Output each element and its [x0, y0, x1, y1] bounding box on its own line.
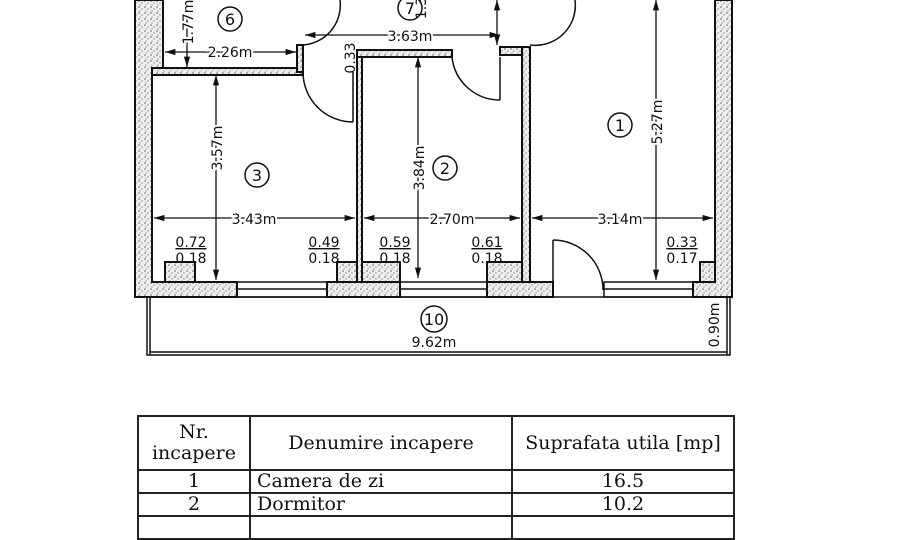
window-3-label: 0.590.18: [379, 235, 410, 267]
room-3-length: 3.57m: [210, 126, 226, 171]
svg-text:0.18: 0.18: [379, 251, 410, 267]
room-6-width: 2.26m: [208, 45, 253, 61]
window-sill-labels: 0.720.18 0.490.18 0.590.18 0.610.18 0.33…: [175, 235, 697, 267]
room-area-table: Nr.incapere Denumire incapere Suprafata …: [137, 415, 735, 540]
table-row-cut: [137, 515, 735, 540]
svg-text:0.18: 0.18: [471, 251, 502, 267]
header-name: Denumire incapere: [249, 415, 513, 471]
svg-text:0.72: 0.72: [175, 235, 206, 251]
room-1-length: 5.27m: [650, 100, 666, 145]
room-7-length: 1.3: [414, 0, 430, 19]
svg-text:0.59: 0.59: [379, 235, 410, 251]
room-6-number: 6: [225, 10, 235, 29]
header-area: Suprafata utila [mp]: [511, 415, 735, 471]
room-2-length: 3.84m: [412, 146, 428, 191]
room-2-number: 2: [440, 159, 450, 178]
room-3-number: 3: [252, 166, 262, 185]
room-6-length: 1.77m: [181, 0, 197, 44]
window-2-label: 0.490.18: [308, 235, 339, 267]
room-7-number: 7: [405, 0, 415, 18]
svg-text:0.33: 0.33: [666, 235, 697, 251]
windows-doors: [146, 0, 731, 356]
svg-text:0.61: 0.61: [471, 235, 502, 251]
header-nr: Nr.incapere: [137, 415, 251, 471]
window-4-label: 0.610.18: [471, 235, 502, 267]
room-1-number: 1: [615, 116, 625, 135]
table-header-row: Nr.incapere Denumire incapere Suprafata …: [137, 415, 735, 471]
svg-text:0.17: 0.17: [666, 251, 697, 267]
table-row: 2 Dormitor 10.2: [137, 492, 735, 517]
balcony-depth: 0.90m: [707, 303, 723, 348]
dimension-labels: 2.26m 3.63m 3.43m 2.70m 3.14m 9.62m 3.57…: [179, 0, 723, 351]
room-1-width: 3.14m: [598, 212, 643, 228]
window-1-label: 0.720.18: [175, 235, 206, 267]
room-number-circles: [217, 0, 633, 333]
table-row: 1 Camera de zi 16.5: [137, 469, 735, 494]
wall-offset: 0.33: [343, 42, 359, 73]
room-7-width: 3.63m: [388, 29, 433, 45]
room-3-width: 3.43m: [232, 212, 277, 228]
floor-plan: 6 7 1 2 3 10 2.26m 3.63m 3.43m 2.70m 3.1…: [134, 0, 733, 356]
svg-text:0.18: 0.18: [308, 251, 339, 267]
balcony-width: 9.62m: [412, 335, 457, 351]
room-10-number: 10: [424, 310, 444, 329]
svg-text:0.18: 0.18: [175, 251, 206, 267]
window-5-label: 0.330.17: [666, 235, 697, 267]
svg-text:0.49: 0.49: [308, 235, 339, 251]
room-2-width: 2.70m: [430, 212, 475, 228]
dimension-lines: [154, 0, 713, 280]
